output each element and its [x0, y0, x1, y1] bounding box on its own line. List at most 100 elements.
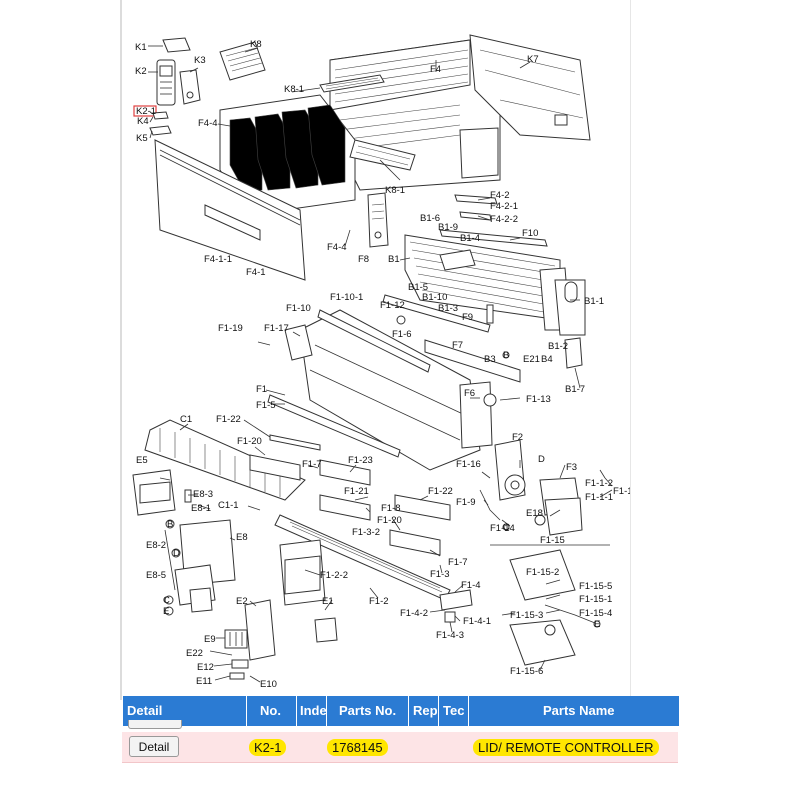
- label-f1-2: F1-2: [369, 596, 389, 607]
- main-chassis-f1: [284, 309, 493, 471]
- label-f1-22b: F1-22: [428, 486, 453, 497]
- label-e12: E12: [197, 662, 214, 673]
- label-e18: E18: [526, 508, 543, 519]
- label-f1: F1: [256, 384, 267, 395]
- cell-detail: Detail: [122, 732, 246, 762]
- connector-c2: C: [503, 522, 510, 533]
- header-tech[interactable]: Tec: [438, 696, 469, 726]
- label-e8-5: E8-5: [146, 570, 166, 581]
- display-unit-f8: [367, 192, 389, 248]
- diagram-border-left: [120, 0, 122, 700]
- front-panel-f4-1: [154, 139, 306, 281]
- header-detail[interactable]: Detail: [122, 696, 247, 729]
- label-b1-10: B1-10: [422, 292, 447, 303]
- label-f1-15-2: F1-15-2: [526, 567, 559, 578]
- label-b4: B4: [541, 354, 553, 365]
- header-parts-no[interactable]: Parts No.: [326, 696, 409, 726]
- label-e10: E10: [260, 679, 277, 690]
- label-f1-20a: F1-20: [237, 436, 262, 447]
- part-e18: [534, 514, 546, 526]
- detail-button[interactable]: Detail: [129, 736, 179, 757]
- part-number-k2-1: K2-1: [249, 739, 287, 756]
- label-f1-1-1: F1-1-1: [585, 492, 613, 503]
- label-f1-3: F1-3: [430, 569, 450, 580]
- header-rep[interactable]: Rep: [408, 696, 439, 726]
- k2-1-selection-box[interactable]: [133, 105, 157, 117]
- louver-hatch: [289, 521, 443, 593]
- label-f4-4b: F4-4: [327, 242, 347, 253]
- connector-e: E: [163, 606, 169, 617]
- motor-mount-f3: [539, 477, 583, 536]
- part-f7-strip: [382, 294, 491, 333]
- label-f1-12: F1-12: [380, 300, 405, 311]
- part-f6: [483, 393, 497, 407]
- exploded-parts-diagram: K1 K2 K2-1 K4 K5 K3 K8 K8-1 F4 K7 F4-4 K…: [132, 34, 630, 690]
- terminal-block-e2: [224, 599, 276, 680]
- label-f4-2-1: F4-2-1: [490, 201, 518, 212]
- label-k1: K1: [135, 42, 147, 53]
- label-e8-1: E8-1: [191, 503, 211, 514]
- label-f1-14: F1-14: [490, 523, 515, 534]
- header-no[interactable]: No.: [246, 696, 297, 726]
- fan-motor-f2: [494, 439, 526, 501]
- table-row[interactable]: Detail K2-1 1768145 LID/ REMOTE CONTROLL…: [122, 732, 678, 763]
- part-f1-4: [439, 589, 473, 623]
- label-f2: F2: [512, 432, 523, 443]
- header-no-label: No.: [260, 703, 281, 718]
- control-board-e8: [164, 519, 236, 613]
- label-f1-15: F1-15: [540, 535, 565, 546]
- label-f4: F4: [430, 64, 441, 75]
- label-e21: E21: [523, 354, 540, 365]
- remote-controller-group: [133, 37, 266, 136]
- label-f6: F6: [464, 388, 475, 399]
- label-f1-8: F1-8: [381, 503, 401, 514]
- connector-d2: D: [538, 454, 545, 465]
- label-f1-15-3: F1-15-3: [510, 610, 543, 621]
- label-b1-5: B1-5: [408, 282, 428, 293]
- label-f1-4-3: F1-4-3: [436, 630, 464, 641]
- header-parts-name-label: Parts Name: [543, 703, 615, 718]
- label-e1: E1: [322, 596, 334, 607]
- part-labels: K1 K2 K2-1 K4 K5 K3 K8 K8-1 F4 K7 F4-4 K…: [135, 39, 630, 690]
- label-e2: E2: [236, 596, 248, 607]
- filter-k8-1b: [349, 139, 416, 171]
- header-index[interactable]: Inde: [296, 696, 327, 726]
- louver-links: [249, 434, 451, 556]
- label-k4: K4: [137, 116, 149, 127]
- header-parts-name[interactable]: Parts Name: [468, 696, 679, 726]
- label-e11: E11: [196, 676, 212, 687]
- label-f1-7b: F1-7: [448, 557, 468, 568]
- label-f1-4-1: F1-4-1: [463, 616, 491, 627]
- label-k8: K8: [250, 39, 262, 50]
- label-e5: E5: [136, 455, 148, 466]
- label-f1-15-1: F1-15-1: [579, 594, 612, 605]
- label-f1-22a: F1-22: [216, 414, 241, 425]
- label-b1-2: B1-2: [548, 341, 568, 352]
- header-parts-no-label: Parts No.: [339, 703, 397, 718]
- label-f1-5: F1-5: [256, 400, 276, 411]
- label-f4-2-2: F4-2-2: [490, 214, 518, 225]
- label-f1-6: F1-6: [392, 329, 412, 340]
- label-b1-6: B1-6: [420, 213, 440, 224]
- cell-parts-name: LID/ REMOTE CONTROLLER: [468, 732, 678, 762]
- header-detail-label: Detail: [127, 703, 163, 718]
- label-f4-1-1: F4-1-1: [204, 254, 232, 265]
- label-b1-9: B1-9: [438, 222, 458, 233]
- label-f1-10-1: F1-10-1: [330, 292, 363, 303]
- label-k5: K5: [136, 133, 148, 144]
- label-f1-20b: F1-20: [377, 515, 402, 526]
- connector-b2: B: [503, 350, 509, 361]
- label-f1-17: F1-17: [264, 323, 289, 334]
- label-f4-1: F4-1: [246, 267, 266, 278]
- label-f1-4-2: F1-4-2: [400, 608, 428, 619]
- detail-button-partial[interactable]: [128, 720, 182, 729]
- label-f1-2-2: F1-2-2: [320, 570, 348, 581]
- label-f1-10: F1-10: [286, 303, 311, 314]
- label-k2: K2: [135, 66, 147, 77]
- label-f1-1-2: F1-1-2: [585, 478, 613, 489]
- label-f1-19: F1-19: [218, 323, 243, 334]
- label-f1-15-5: F1-15-5: [579, 581, 612, 592]
- parts-no-value: 1768145: [327, 739, 388, 756]
- label-k2-1: K2-1: [136, 106, 156, 117]
- part-f10: [439, 229, 548, 247]
